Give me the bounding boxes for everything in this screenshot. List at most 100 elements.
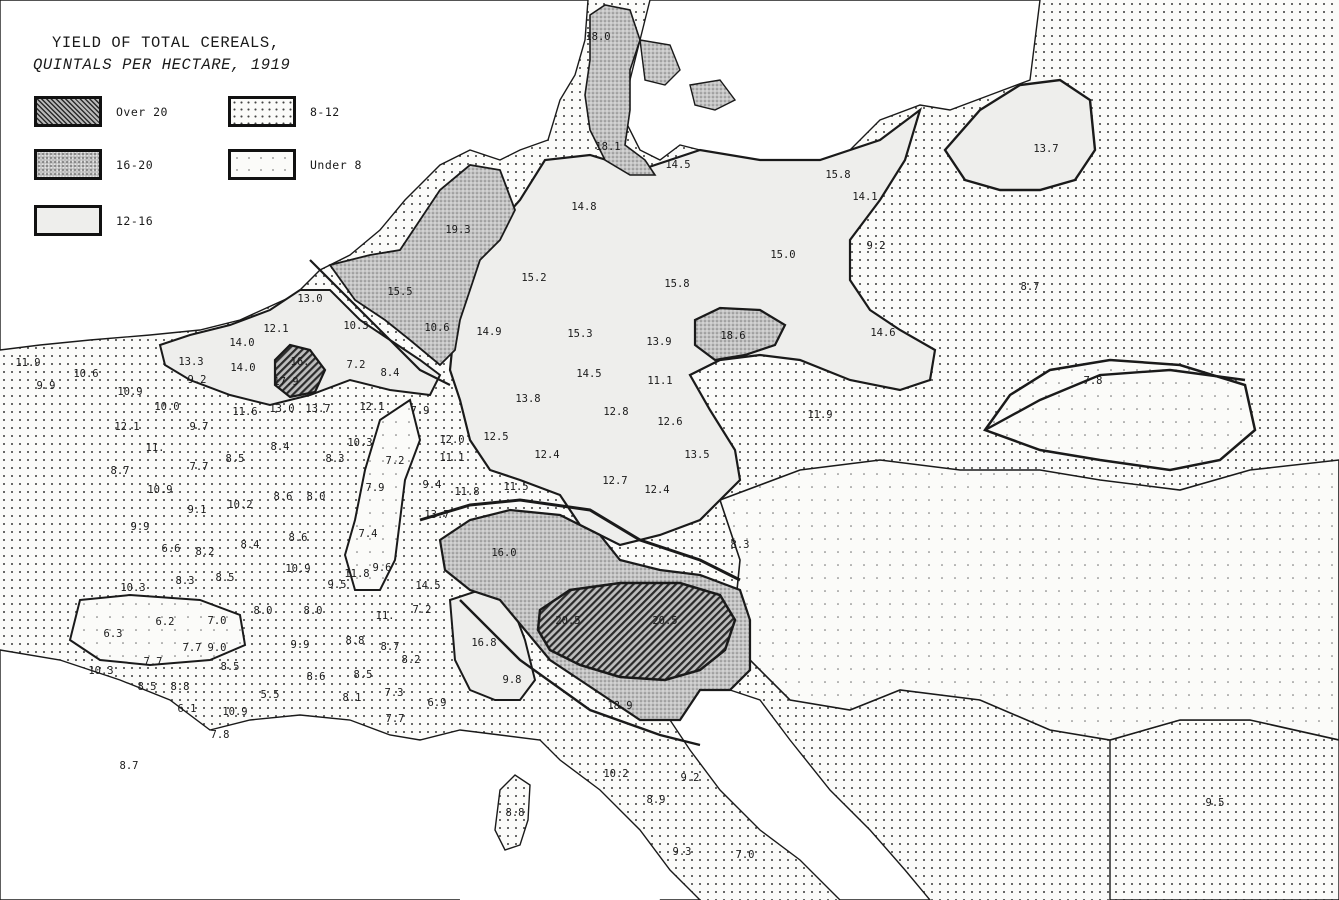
- legend-item-16-20: 16-20: [34, 149, 153, 180]
- legend-item-12-16: 12-16: [34, 205, 153, 236]
- region-under8-france: [68, 593, 247, 667]
- yield-value-label: 7.8: [1084, 375, 1103, 387]
- yield-value-label: 12.4: [534, 449, 559, 461]
- yield-value-label: 7.7: [144, 656, 163, 668]
- yield-value-label: 14.5: [415, 580, 440, 592]
- yield-value-label: 6.1: [178, 703, 197, 715]
- yield-value-label: 9.1: [188, 504, 207, 516]
- region-1620-bohemia: [693, 306, 787, 362]
- yield-value-label: 16.: [291, 356, 310, 368]
- region-under8-carpathian: [983, 358, 1257, 472]
- yield-value-label: 12.4: [644, 484, 669, 496]
- region-1216-baltic: [943, 78, 1097, 192]
- yield-value-label: 11.9: [15, 357, 40, 369]
- yield-value-label: 11.9: [807, 409, 832, 421]
- yield-value-label: 6.2: [156, 616, 175, 628]
- region-1620-danish-islands: [639, 39, 737, 111]
- yield-value-label: 10.3: [347, 437, 372, 449]
- boundary-line-alps: [419, 498, 741, 582]
- yield-value-label: 13.8: [515, 393, 540, 405]
- yield-value-label: 18.9: [607, 700, 632, 712]
- legend-label-under8: Under 8: [310, 157, 362, 172]
- region-under8-central-france: [343, 398, 422, 591]
- yield-value-label: 14.5: [665, 159, 690, 171]
- yield-value-label: 10.0: [154, 401, 179, 413]
- yield-value-label: 8.8: [171, 681, 190, 693]
- yield-value-label: 7.0: [736, 849, 755, 861]
- yield-value-label: 11.8: [454, 486, 479, 498]
- yield-value-label: 14.8: [571, 201, 596, 213]
- region-1216-germany: [448, 107, 937, 547]
- yield-value-label: 9.4: [423, 479, 442, 491]
- yield-value-label: 20.5: [652, 615, 677, 627]
- yield-value-label: 9.6: [373, 562, 392, 574]
- yield-value-label: 10.6: [73, 368, 98, 380]
- yield-value-label: 18.0: [585, 31, 610, 43]
- yield-value-label: 6.9: [428, 697, 447, 709]
- yield-value-label: 10.9: [117, 386, 142, 398]
- yield-value-label: 19.3: [445, 224, 470, 236]
- legend-label-16-20: 16-20: [116, 157, 154, 172]
- yield-value-label: 8.7: [111, 465, 130, 477]
- yield-value-label: 9.7: [190, 421, 209, 433]
- yield-value-label: 8.4: [381, 367, 400, 379]
- yield-value-label: 9.2: [681, 772, 700, 784]
- yield-value-label: 13.5: [684, 449, 709, 461]
- yield-value-label: 8.5: [354, 669, 373, 681]
- boundary-line-rhine: [309, 259, 451, 386]
- yield-value-label: 13.7: [305, 403, 330, 415]
- yield-value-label: 11.1: [647, 375, 672, 387]
- yield-value-label: 8.3: [731, 539, 750, 551]
- yield-value-label: 14.6: [870, 327, 895, 339]
- yield-value-label: 13.9: [646, 336, 671, 348]
- yield-value-label: 8.9: [647, 794, 666, 806]
- yield-value-label: 10.3: [88, 665, 113, 677]
- yield-value-label: 8.8: [506, 807, 525, 819]
- yield-value-label: 9.9: [131, 521, 150, 533]
- yield-value-label: 7.4: [359, 528, 378, 540]
- yield-value-label: 6.6: [162, 543, 181, 555]
- yield-value-label: 8.3: [326, 453, 345, 465]
- yield-value-label: 9.0: [208, 642, 227, 654]
- yield-value-label: 8.5: [221, 661, 240, 673]
- yield-value-label: 8.0: [307, 491, 326, 503]
- yield-value-label: 11.: [146, 442, 165, 454]
- legend-swatch-over20: [34, 96, 102, 127]
- yield-value-label: 12.1: [114, 421, 139, 433]
- yield-value-label: 12.7: [602, 475, 627, 487]
- yield-value-label: 7.7: [183, 642, 202, 654]
- yield-value-label: 9.2: [188, 374, 207, 386]
- yield-value-label: 13.7: [424, 509, 449, 521]
- yield-value-label: 8.7: [1021, 281, 1040, 293]
- yield-value-label: 12.1: [359, 401, 384, 413]
- yield-value-label: 13.7: [1033, 143, 1058, 155]
- yield-value-label: 8.0: [254, 605, 273, 617]
- yield-value-label: 11.5: [503, 481, 528, 493]
- yield-value-label: 10.3: [343, 320, 368, 332]
- yield-value-label: 9.2: [867, 240, 886, 252]
- yield-value-label: 14.9: [476, 326, 501, 338]
- yield-value-label: 16.0: [491, 547, 516, 559]
- yield-value-label: 10.9: [147, 484, 172, 496]
- yield-value-label: 12.0: [439, 434, 464, 446]
- yield-value-label: 6.3: [104, 628, 123, 640]
- yield-value-label: 14.1: [852, 191, 877, 203]
- yield-value-label: 8.5: [216, 572, 235, 584]
- yield-value-label: 12.8: [603, 406, 628, 418]
- yield-value-label: 15.3: [567, 328, 592, 340]
- yield-value-label: 11.1: [439, 452, 464, 464]
- legend-swatch-under8: [228, 149, 296, 180]
- yield-value-label: 10.6: [424, 322, 449, 334]
- region-over20-belgium: [273, 343, 327, 399]
- yield-value-label: 8.2: [402, 654, 421, 666]
- legend-item-under8: Under 8: [228, 149, 362, 180]
- map-legend: YIELD OF TOTAL CEREALS, QUINTALS PER HEC…: [0, 0, 420, 250]
- yield-value-label: 7.9: [411, 405, 430, 417]
- yield-value-label: 8.4: [241, 539, 260, 551]
- yield-value-label: 10.2: [227, 499, 252, 511]
- boundary-line-east: [984, 368, 1246, 432]
- yield-value-label: 13.3: [178, 356, 203, 368]
- legend-label-8-12: 8-12: [310, 104, 340, 119]
- yield-value-label: 16.8: [471, 637, 496, 649]
- yield-value-label: 10.9: [222, 706, 247, 718]
